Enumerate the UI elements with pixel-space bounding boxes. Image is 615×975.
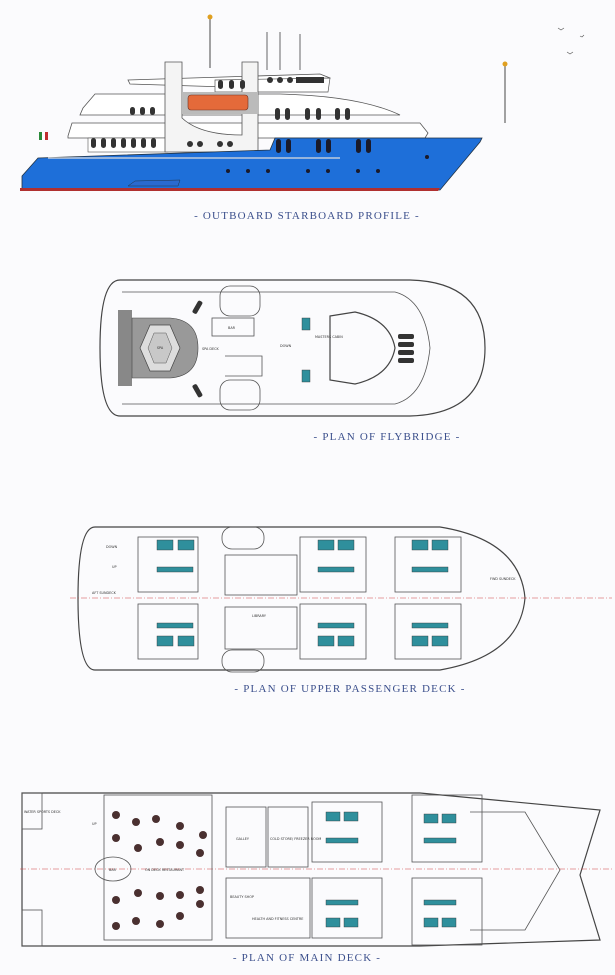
flybridge-outline (99, 279, 486, 417)
italian-flag-icon (39, 132, 48, 140)
main-deck-plan: WATER SPORTS DECK BAR ON DECK RESTAURANT… (20, 792, 612, 964)
water-sports-deck-port (21, 909, 43, 947)
spa-steps (118, 310, 132, 386)
galley (225, 806, 267, 868)
tender-boat (187, 94, 249, 111)
cold-store-label: COLD STORE/ FREEZER ROOM (270, 837, 321, 841)
bar-counter (211, 317, 255, 337)
main-deck-caption: - PLAN OF MAIN DECK - (233, 952, 381, 964)
beauty-shop-label: BEAUTY SHOP (230, 895, 254, 899)
main-deck-outline (21, 792, 601, 947)
fwd-sundeck-label: FWD SUNDECK (490, 577, 516, 581)
jetski-starboard (219, 285, 261, 317)
restaurant-tables (112, 811, 207, 930)
fitness-label: HEALTH AND FITNESS CENTRE (252, 917, 303, 921)
down-label: DOWN (106, 545, 118, 549)
flybridge-plan: SPA SPA DECK BAR MASTERS CABIN DOWN - PL… (99, 279, 486, 443)
tender-starboard (221, 526, 265, 550)
upper-deck-outline (77, 526, 526, 671)
windows (91, 77, 350, 148)
cabin-beds (325, 811, 457, 928)
restaurant-label: ON DECK RESTAURANT (145, 868, 185, 872)
birds (557, 27, 585, 55)
cabin-beds (156, 539, 449, 647)
bar-label: BAR (109, 868, 117, 872)
tender-port (221, 649, 265, 673)
mast-light-icon (502, 61, 508, 67)
spa-deck-label: SPA DECK (202, 347, 219, 351)
bar-counter (94, 856, 132, 882)
mast-light-icon (207, 14, 213, 20)
outboard-starboard-profile: - OUTBOARD STARBOARD PROFILE - (20, 14, 585, 222)
galley-label: GALLEY (236, 837, 250, 841)
water-sports-deck-label: WATER SPORTS DECK (24, 810, 61, 814)
upper-deck-caption: - PLAN OF UPPER PASSENGER DECK - (234, 683, 465, 695)
sunbeds (192, 300, 414, 398)
up-label: UP (112, 565, 117, 569)
rib-dinghy (127, 179, 181, 187)
upper-passenger-deck-plan: AFT SUNDECK FWD SUNDECK LIBRARY UP DOWN … (70, 526, 612, 695)
flybridge-caption: - PLAN OF FLYBRIDGE - (314, 431, 461, 443)
aft-sundeck-label: AFT SUNDECK (92, 591, 117, 595)
water-sports-deck-starboard (21, 792, 43, 830)
bar-label: BAR (228, 326, 236, 330)
boot-stripe (20, 188, 440, 191)
hull-windows (226, 139, 429, 173)
up-label: UP (92, 822, 97, 826)
profile-caption: - OUTBOARD STARBOARD PROFILE - (194, 210, 420, 222)
library-label: LIBRARY (252, 614, 267, 618)
masters-cabin-label: MASTERS CABIN (315, 335, 343, 339)
wheelhouse (329, 311, 396, 385)
spa-label: SPA (157, 346, 164, 350)
tender-arch (164, 61, 259, 153)
jetski-port (219, 379, 261, 411)
fitness-centre (225, 877, 311, 939)
down-label: DOWN (280, 344, 292, 348)
restaurant (103, 794, 213, 941)
cold-store (267, 806, 309, 868)
